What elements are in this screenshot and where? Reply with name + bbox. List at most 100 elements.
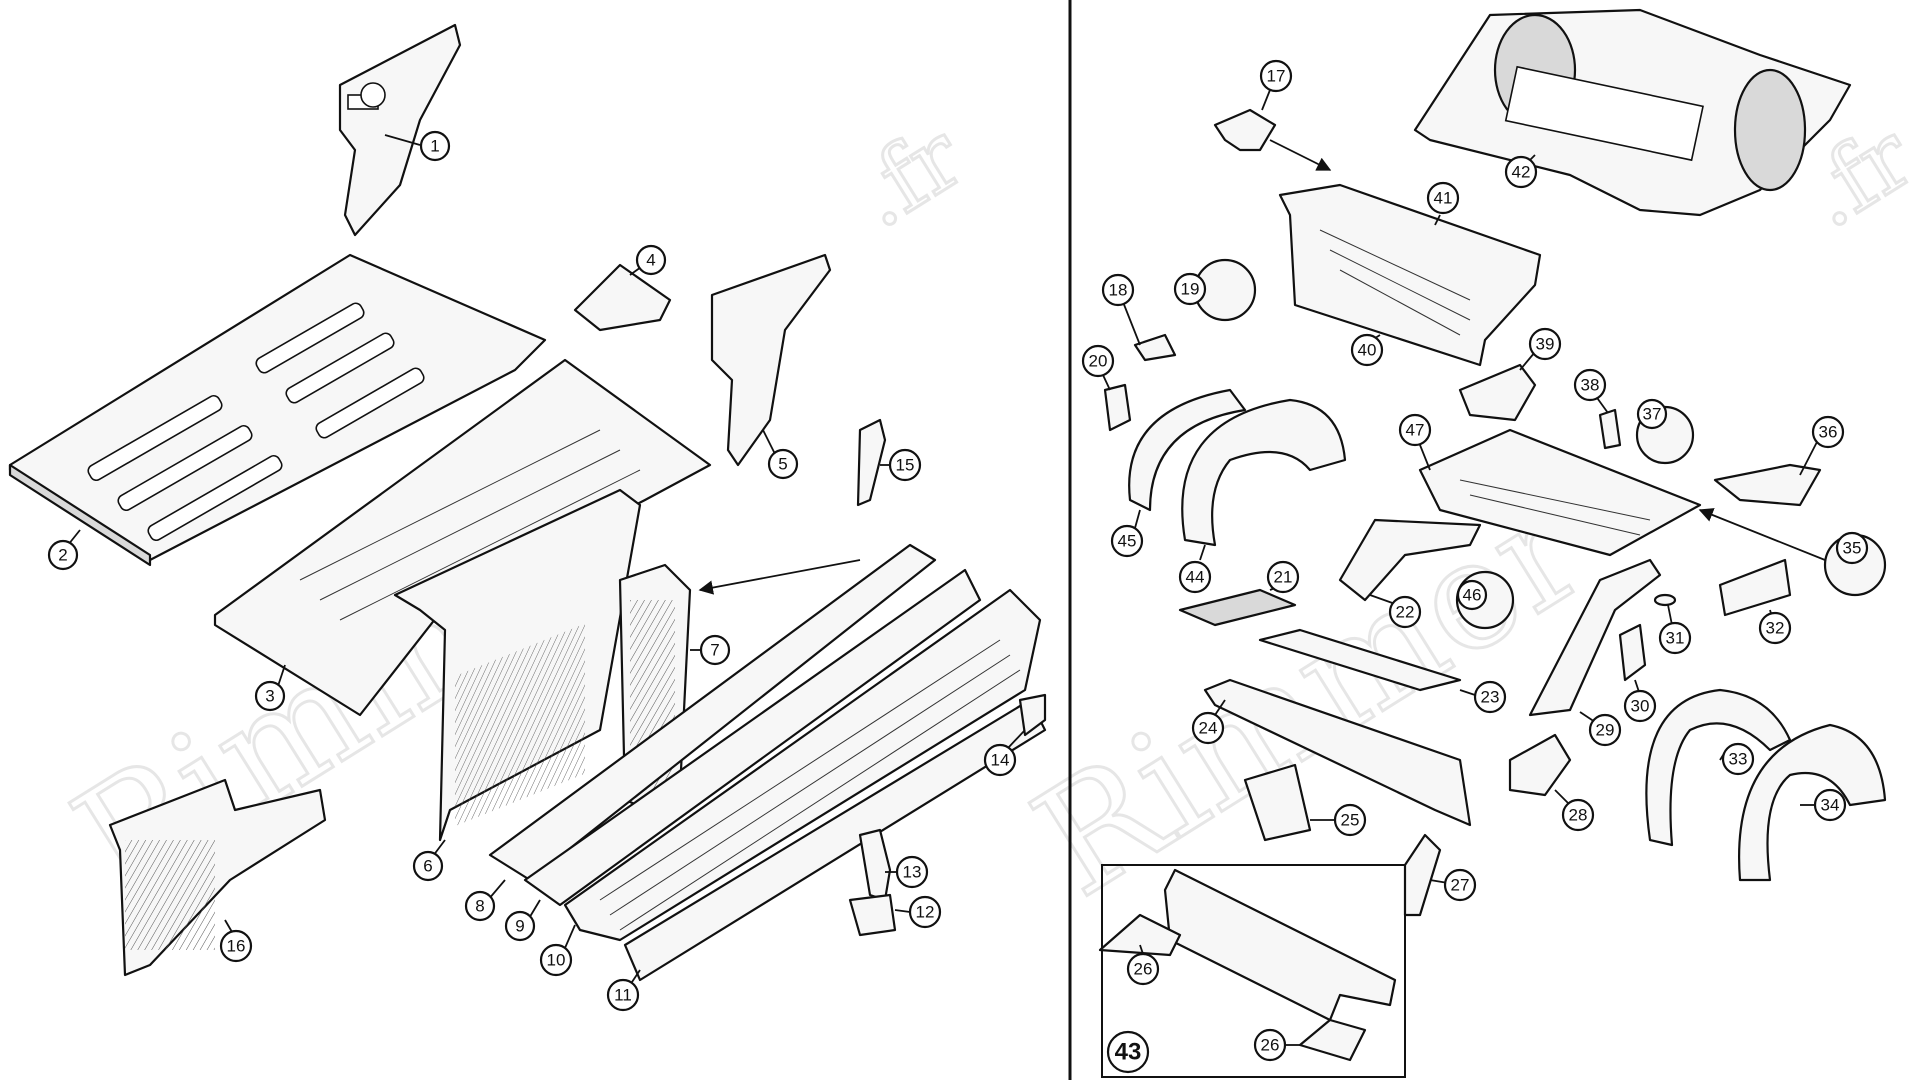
callout-10[interactable]: 10 — [539, 924, 576, 977]
callout-9[interactable]: 9 — [504, 899, 541, 942]
callout-15[interactable]: 15 — [880, 448, 922, 482]
callout-36[interactable]: 36 — [1799, 415, 1845, 476]
callout-19[interactable]: 19 — [1173, 272, 1207, 306]
svg-text:28: 28 — [1569, 806, 1588, 825]
svg-text:34: 34 — [1821, 796, 1840, 815]
callouts-right: 17 18 19 20 21 22 23 24 25 27 28 29 30 3… — [1081, 59, 1869, 1074]
svg-text:43: 43 — [1115, 1039, 1142, 1066]
callout-23[interactable]: 23 — [1459, 680, 1507, 714]
callout-28[interactable]: 28 — [1554, 789, 1595, 832]
svg-text:42: 42 — [1512, 163, 1531, 182]
callout-2[interactable]: 2 — [47, 529, 81, 571]
callout-43-inset-label[interactable]: 43 — [1106, 1030, 1150, 1074]
part-sill-outer — [563, 588, 1042, 942]
callout-33[interactable]: 33 — [1719, 742, 1755, 776]
svg-text:41: 41 — [1434, 189, 1453, 208]
part-crossmember-24 — [1203, 678, 1472, 827]
svg-text:8: 8 — [475, 897, 484, 916]
svg-text:39: 39 — [1536, 335, 1555, 354]
callout-7[interactable]: 7 — [690, 634, 731, 666]
svg-text:3: 3 — [265, 687, 274, 706]
svg-text:47: 47 — [1406, 421, 1425, 440]
callout-14[interactable]: 14 — [983, 729, 1026, 777]
svg-text:4: 4 — [646, 251, 655, 270]
svg-text:31: 31 — [1666, 629, 1685, 648]
callout-22[interactable]: 22 — [1369, 594, 1422, 629]
part-bracket-12 — [848, 893, 897, 937]
svg-text:26: 26 — [1261, 1036, 1280, 1055]
callout-39[interactable]: 39 — [1519, 327, 1562, 371]
callout-35[interactable]: 35 — [1835, 531, 1869, 565]
part-sill-inner — [488, 543, 937, 882]
svg-text:2: 2 — [58, 546, 67, 565]
callout-44[interactable]: 44 — [1178, 544, 1212, 594]
callout-45[interactable]: 45 — [1110, 509, 1144, 558]
svg-text:18: 18 — [1109, 281, 1128, 300]
svg-text:40: 40 — [1358, 341, 1377, 360]
callout-6[interactable]: 6 — [412, 839, 446, 882]
svg-text:44: 44 — [1186, 568, 1205, 587]
callout-46[interactable]: 46 — [1456, 579, 1488, 611]
svg-text:10: 10 — [547, 951, 566, 970]
part-bracket-13 — [858, 828, 892, 902]
part-mat-21 — [1178, 588, 1297, 627]
svg-text:26: 26 — [1134, 960, 1153, 979]
callout-16[interactable]: 16 — [219, 919, 253, 963]
callout-37[interactable]: 37 — [1636, 398, 1668, 430]
svg-text:21: 21 — [1274, 568, 1293, 587]
svg-text:14: 14 — [991, 751, 1010, 770]
svg-text:9: 9 — [515, 917, 524, 936]
callout-31[interactable]: 31 — [1658, 604, 1692, 655]
part-crossmember-23 — [1258, 628, 1462, 692]
svg-text:15: 15 — [896, 456, 915, 475]
callout-27[interactable]: 27 — [1429, 868, 1477, 902]
callout-40[interactable]: 40 — [1350, 333, 1384, 367]
callout-30[interactable]: 30 — [1623, 679, 1657, 723]
svg-text:13: 13 — [903, 863, 922, 882]
callout-42[interactable]: 42 — [1504, 154, 1538, 189]
callout-1[interactable]: 1 — [384, 130, 451, 162]
part-bracket-4 — [573, 263, 672, 332]
svg-text:36: 36 — [1819, 423, 1838, 442]
callout-8[interactable]: 8 — [464, 879, 506, 922]
svg-text:16: 16 — [227, 937, 246, 956]
callout-47[interactable]: 47 — [1398, 413, 1432, 471]
callout-17[interactable]: 17 — [1259, 59, 1293, 111]
callout-4[interactable]: 4 — [629, 244, 667, 276]
svg-text:17: 17 — [1267, 67, 1286, 86]
svg-text:22: 22 — [1396, 603, 1415, 622]
part-bracket-20 — [1103, 383, 1132, 432]
callout-32[interactable]: 32 — [1758, 609, 1792, 645]
callout-18[interactable]: 18 — [1101, 273, 1141, 346]
svg-text:33: 33 — [1729, 750, 1748, 769]
callout-41[interactable]: 41 — [1426, 181, 1460, 226]
callout-29[interactable]: 29 — [1579, 711, 1622, 747]
svg-text:46: 46 — [1463, 586, 1482, 605]
floor-ribs — [87, 302, 425, 542]
callout-24[interactable]: 24 — [1191, 699, 1226, 745]
part-bracket-32 — [1718, 558, 1792, 617]
svg-text:5: 5 — [778, 455, 787, 474]
callout-12[interactable]: 12 — [894, 895, 942, 929]
svg-text:7: 7 — [710, 641, 719, 660]
part-bracket-18 — [1133, 333, 1177, 362]
left-panel — [8, 23, 1047, 982]
callout-3[interactable]: 3 — [254, 664, 286, 712]
callout-38[interactable]: 38 — [1573, 368, 1609, 414]
callout-26-lower[interactable]: 26 — [1253, 1028, 1300, 1062]
callout-26-upper[interactable]: 26 — [1126, 944, 1160, 986]
callout-21[interactable]: 21 — [1266, 560, 1300, 594]
svg-text:6: 6 — [423, 857, 432, 876]
callout-13[interactable]: 13 — [885, 855, 929, 889]
callout-25[interactable]: 25 — [1310, 803, 1367, 837]
callout-34[interactable]: 34 — [1800, 788, 1847, 822]
part-wheel-arch-33 — [1645, 688, 1792, 847]
part-wheel-arch-45 — [1128, 388, 1247, 512]
callout-20[interactable]: 20 — [1081, 344, 1115, 391]
callout-11[interactable]: 11 — [606, 969, 641, 1012]
part-rear-shelf — [1278, 183, 1542, 367]
callout-5[interactable]: 5 — [762, 429, 799, 480]
part-b-post-panel — [710, 253, 832, 467]
part-boot-floor — [1418, 428, 1702, 557]
